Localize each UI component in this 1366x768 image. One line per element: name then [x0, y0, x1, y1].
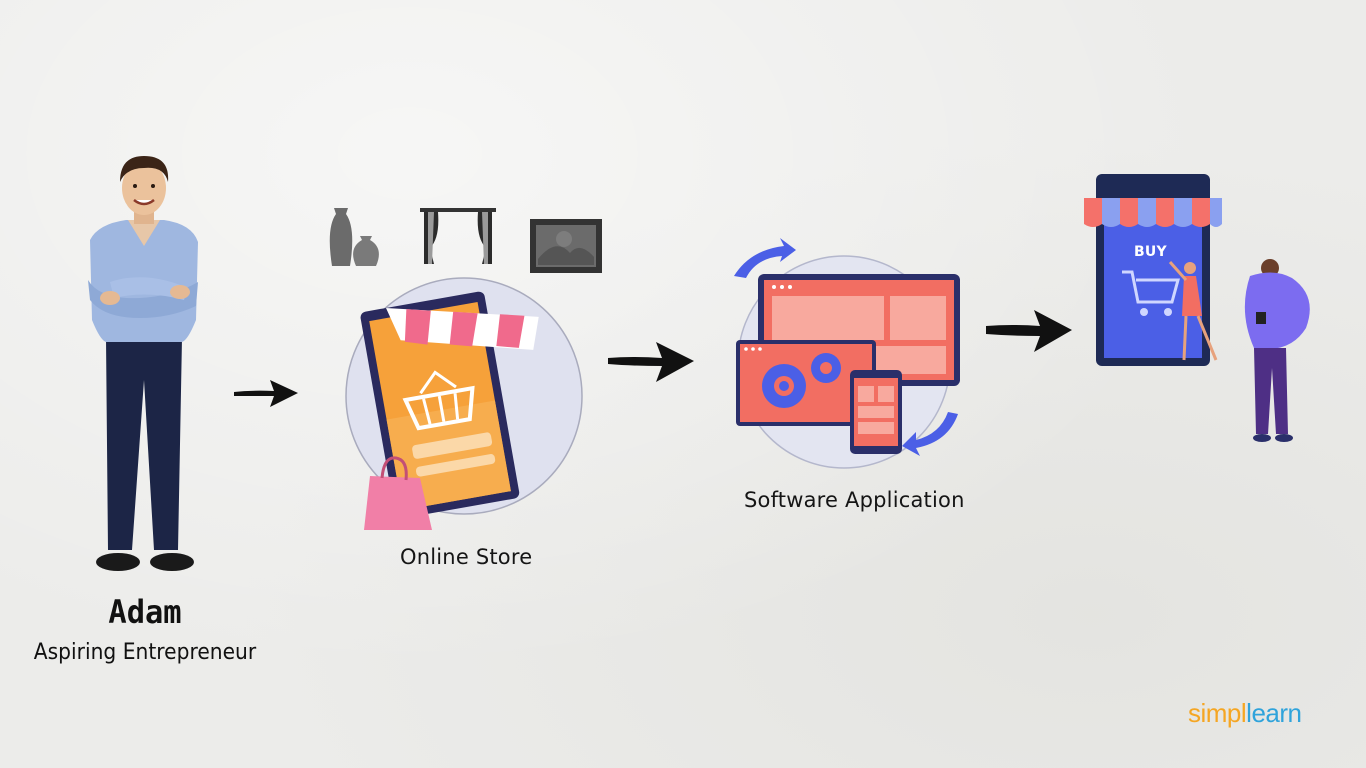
brand-part1: simpl — [1188, 698, 1247, 728]
software-application-illustration — [734, 238, 960, 469]
arrow-right-icon — [608, 342, 694, 382]
vase-icon — [329, 208, 379, 266]
brand-part2: learn — [1246, 698, 1302, 728]
picture-frame-icon — [530, 219, 602, 273]
online-store-label: Online Store — [400, 545, 533, 569]
arrow-right-icon — [986, 310, 1072, 352]
person-role: Aspiring Entrepreneur — [33, 640, 257, 665]
software-application-label: Software Application — [744, 488, 965, 512]
adam-illustration — [88, 156, 198, 571]
buy-store-illustration — [1084, 174, 1310, 442]
person-name: Adam — [108, 593, 182, 631]
simplilearn-logo: simpllearn — [1188, 698, 1302, 729]
online-store-illustration — [345, 277, 583, 530]
buy-label: BUY — [1134, 244, 1167, 260]
curtain-icon — [420, 208, 496, 264]
arrow-right-icon — [234, 380, 298, 407]
